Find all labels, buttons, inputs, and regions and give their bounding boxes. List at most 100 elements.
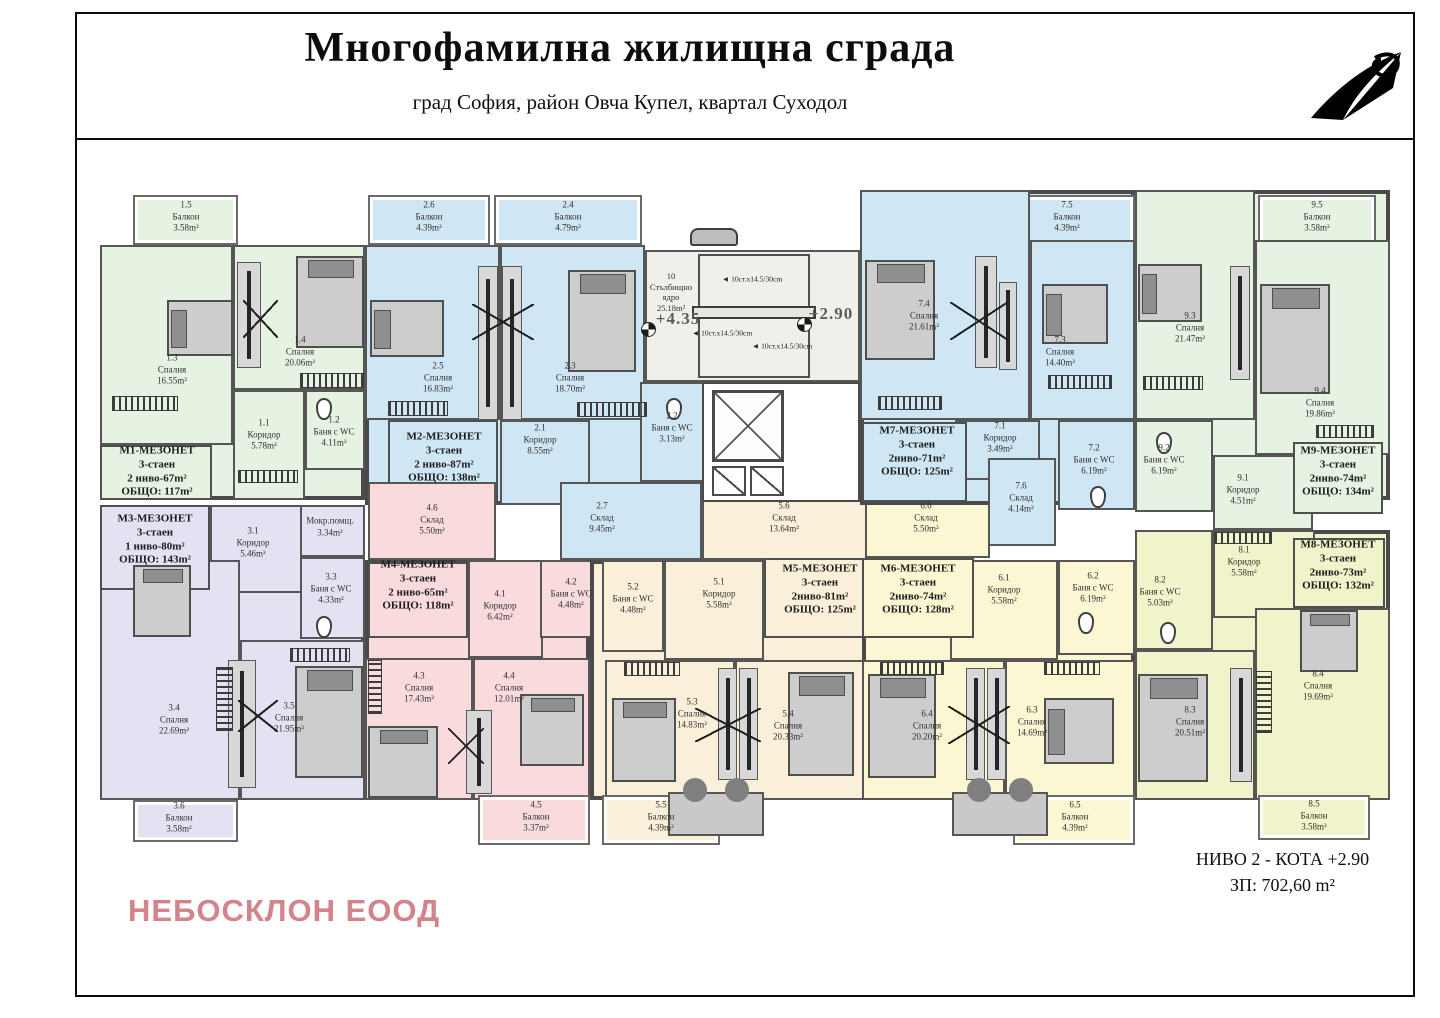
bed-pillow xyxy=(307,260,355,278)
room-4.6 xyxy=(368,482,496,560)
bed-pillow xyxy=(579,274,627,294)
bed xyxy=(788,672,854,776)
closet-door-bar xyxy=(1006,289,1010,363)
chair-icon xyxy=(966,778,991,802)
bed xyxy=(1260,284,1330,394)
level-mark-text-1: +4.35 xyxy=(655,309,701,328)
sliding-door-mark xyxy=(448,728,484,764)
room-5.2 xyxy=(602,560,664,652)
shaft-2 xyxy=(750,466,784,496)
wardrobe-hatch xyxy=(1214,532,1272,544)
shaft-1 xyxy=(712,466,746,496)
entry-canopy xyxy=(690,228,738,246)
toilet-icon xyxy=(1156,432,1172,454)
bed xyxy=(1044,698,1114,764)
room-7.6 xyxy=(988,458,1056,546)
company-watermark: НЕБОСКЛОН ЕООД xyxy=(128,893,441,928)
room-2.7 xyxy=(560,482,702,560)
level-mark-icon xyxy=(797,317,812,332)
closet-door-bar xyxy=(1239,677,1243,773)
chair-icon xyxy=(1009,778,1034,802)
bed xyxy=(167,300,233,356)
wardrobe-hatch xyxy=(216,667,233,731)
wardrobe-hatch xyxy=(388,401,448,416)
bed-pillow xyxy=(1046,294,1062,336)
room-2.2 xyxy=(640,382,705,482)
bed-pillow xyxy=(143,569,183,584)
bed xyxy=(295,666,363,778)
wardrobe-hatch xyxy=(1044,662,1100,675)
closet-door-bar xyxy=(486,279,490,407)
wardrobe-hatch xyxy=(880,662,944,675)
room-8.5 xyxy=(1258,795,1370,840)
wardrobe-hatch xyxy=(1048,375,1112,389)
room-1.5 xyxy=(133,195,238,245)
bed xyxy=(1138,264,1202,322)
mezonet-stairs-M4 xyxy=(368,562,468,638)
sliding-door-mark xyxy=(695,708,761,742)
sliding-door-mark xyxy=(238,700,278,732)
page-title: Многофамилна жилищна сграда xyxy=(304,25,956,71)
table-with-chairs xyxy=(952,778,1048,836)
closet xyxy=(502,266,522,420)
bed-pillow xyxy=(374,309,392,350)
wardrobe-hatch xyxy=(1143,376,1203,390)
bed xyxy=(133,565,191,637)
room-5.1 xyxy=(664,560,764,660)
mezonet-stairs-M8 xyxy=(1293,538,1385,608)
closet-door-bar xyxy=(1238,275,1242,371)
closet-door-bar xyxy=(510,279,514,407)
room-3.3 xyxy=(300,557,365,639)
company-logo-icon xyxy=(1311,52,1401,120)
room-4.5 xyxy=(478,795,590,845)
toilet-icon xyxy=(316,398,332,420)
stair-dimension-3: ◄ 10ст.х14.5/30cm xyxy=(751,341,813,351)
bed-pillow xyxy=(1048,709,1065,755)
closet xyxy=(1230,266,1250,380)
closet xyxy=(1230,668,1252,782)
room-8.4 xyxy=(1255,608,1390,800)
bed xyxy=(1138,674,1208,782)
room-aux-M3 xyxy=(300,505,365,557)
bed-pillow xyxy=(379,730,429,745)
sliding-door-mark xyxy=(472,304,534,340)
chair-icon xyxy=(682,778,707,802)
sliding-door-mark xyxy=(948,706,1010,744)
toilet-icon xyxy=(1078,612,1094,634)
page-subtitle: град София, район Овча Купел, квартал Су… xyxy=(412,90,848,114)
room-6.2 xyxy=(1058,560,1135,655)
mezonet-stairs-M9 xyxy=(1293,442,1383,514)
level-info: НИВО 2 - КОТА +2.90 ЗП: 702,60 m² xyxy=(1150,846,1415,898)
bed-pillow xyxy=(306,670,354,692)
bed xyxy=(612,698,676,782)
bed-pillow xyxy=(1271,288,1321,310)
stair-dimension-1: ◄ 10ст.х14.5/30cm xyxy=(721,274,783,284)
bed xyxy=(370,300,444,357)
bed-pillow xyxy=(879,678,927,698)
bed xyxy=(296,256,364,348)
toilet-icon xyxy=(666,398,682,420)
stair-landing xyxy=(692,306,816,319)
room-1.2 xyxy=(305,390,365,470)
toilet-icon xyxy=(316,616,332,638)
elevator xyxy=(712,390,784,462)
room-9.5 xyxy=(1258,195,1376,245)
wardrobe-hatch xyxy=(238,470,298,483)
toilet-icon xyxy=(1090,486,1106,508)
wardrobe-hatch xyxy=(290,648,350,662)
closet xyxy=(478,266,498,420)
bed xyxy=(868,674,936,778)
stair-dimension-2: ◄ 10ст.х14.5/30cm xyxy=(691,328,753,338)
bed xyxy=(1042,284,1108,344)
bed xyxy=(1300,610,1358,672)
chair-icon xyxy=(725,778,750,802)
bed xyxy=(368,726,438,798)
table-with-chairs xyxy=(668,778,764,836)
title-block xyxy=(75,12,1415,140)
wardrobe-hatch xyxy=(112,396,178,411)
wardrobe-hatch xyxy=(368,660,382,714)
level-mark-text-2: +2.90 xyxy=(808,304,854,323)
sliding-door-mark xyxy=(950,302,1008,340)
room-9.2 xyxy=(1135,420,1213,512)
wardrobe-hatch xyxy=(1256,671,1272,733)
